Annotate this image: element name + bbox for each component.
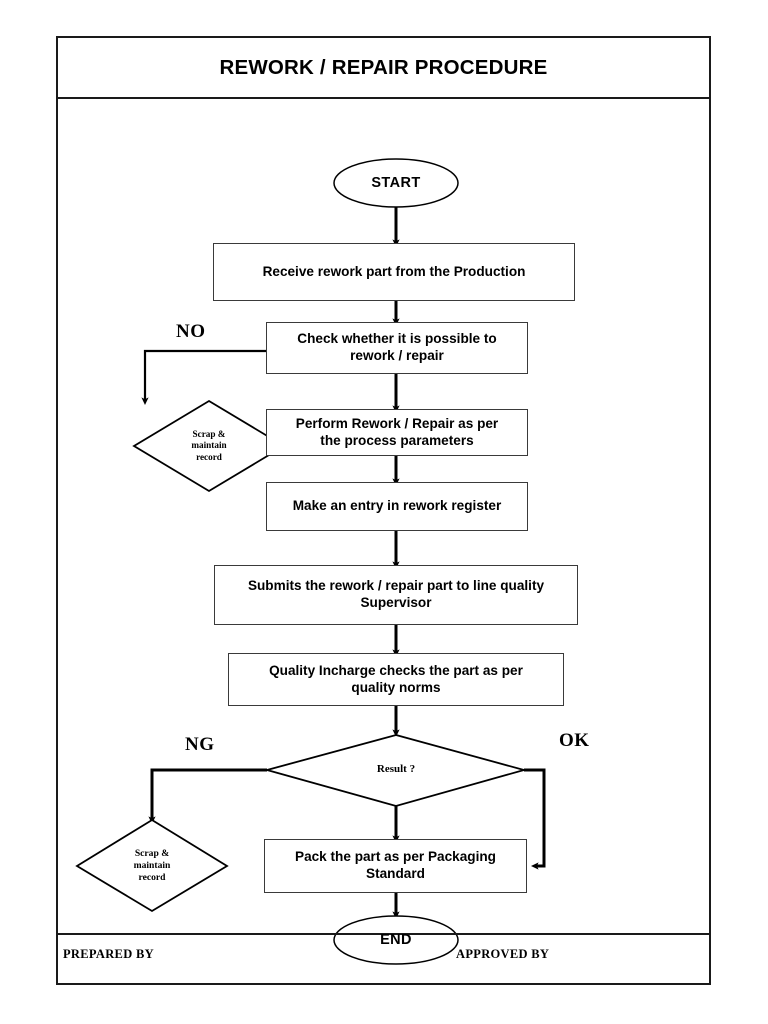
result-diamond-shape [263,734,528,807]
node-perform-label-line1: Perform Rework / Repair as per [295,415,499,431]
node-submit-label-line2: Supervisor [360,595,432,610]
scrap-2-diamond-shape [75,818,229,913]
node-scrap1-label-line3: record [196,451,222,462]
node-perform-rework: Perform Rework / Repair as per the proce… [266,409,528,456]
approved-by-label: APPROVED BY [456,947,550,961]
document-sheet: REWORK / REPAIR PROCEDURE [56,36,711,985]
end-terminator-shape [333,915,459,965]
node-receive-rework-part: Receive rework part from the Production [213,243,575,301]
node-scrap-maintain-record-1: Scrap & maintain record [154,421,264,471]
branch-label-ng: NG [185,734,215,755]
branch-label-no: NO [176,321,206,342]
node-scrap-maintain-record-2: Scrap & maintain record [97,841,207,891]
start-terminator: START [334,159,458,207]
edge-result-ng-branch [148,768,267,824]
node-scrap2-label-line2: maintain [133,860,171,872]
node-result-label: Result ? [376,763,416,776]
document-header: REWORK / REPAIR PROCEDURE [58,38,709,99]
node-check-label-line2: rework / repair [350,348,444,363]
flowchart-connectors [75,158,546,965]
node-pack-label-line2: Standard [366,866,425,881]
edge-check-no-branch [141,349,266,405]
node-check-label-line1: Check whether it is possible to [297,331,497,347]
document-footer: PREPARED BY APPROVED BY [58,933,709,983]
node-quality-incharge-check: Quality Incharge checks the part as per … [228,653,564,706]
node-submit-to-supervisor: Submits the rework / repair part to line… [214,565,578,625]
node-receive-label: Receive rework part from the Production [262,263,526,279]
node-result-decision: Result ? [346,757,446,783]
edge-result-ok-branch [524,768,546,870]
start-label: START [371,175,421,191]
node-entry-label: Make an entry in rework register [292,498,502,513]
node-scrap1-label-line2: maintain [191,440,227,451]
node-check-possible: Check whether it is possible to rework /… [266,322,528,374]
node-scrap1-label-line1: Scrap & [192,429,226,440]
branch-label-ok: OK [559,730,590,751]
node-make-entry: Make an entry in rework register [266,482,528,531]
end-label: END [380,932,412,948]
node-scrap2-label-line1: Scrap & [134,848,170,860]
node-quality-label-line1: Quality Incharge checks the part as per [269,662,523,678]
end-terminator: END [334,916,458,964]
flowchart-canvas: START END Receive rework part from the P… [58,99,709,965]
node-pack-label-line1: Pack the part as per Packaging [295,849,496,865]
scrap-1-diamond-shape [132,399,286,493]
node-submit-label-line1: Submits the rework / repair part to line… [247,578,545,594]
node-quality-label-line2: quality norms [351,679,441,695]
page-title: REWORK / REPAIR PROCEDURE [219,55,548,79]
start-terminator-shape [333,158,459,208]
node-perform-label-line2: the process parameters [320,432,474,448]
node-scrap2-label-line3: record [138,871,166,883]
node-pack-part: Pack the part as per Packaging Standard [264,839,527,893]
prepared-by-label: PREPARED BY [63,947,154,961]
